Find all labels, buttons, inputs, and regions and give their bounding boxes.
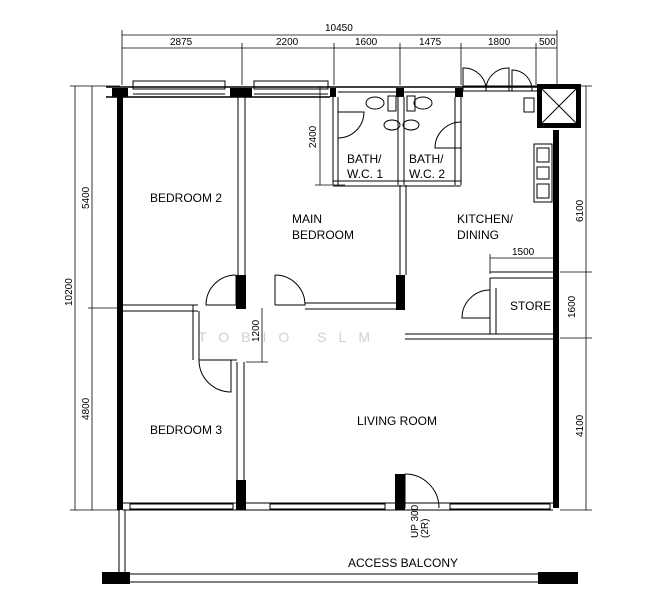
kitchen-sink-icon	[533, 143, 553, 203]
label-kitchen-line-2: DINING	[457, 228, 499, 242]
dim-top-seg-6: 500	[539, 37, 556, 48]
dim-top-seg-2: 2200	[276, 37, 299, 48]
label-main-bedroom-2: BEDROOM	[292, 228, 354, 242]
dim-top-seg-4: 1475	[419, 37, 442, 48]
label-bath-1-line-2: W.C. 1	[347, 167, 383, 181]
label-store: STORE	[510, 299, 551, 313]
refuse-chute	[537, 84, 581, 128]
kitchen-top-doors	[462, 67, 533, 92]
label-bedroom-3: BEDROOM 3	[150, 423, 222, 437]
dim-left-lower: 4800	[81, 397, 92, 420]
label-access-balcony: ACCESS BALCONY	[348, 556, 458, 570]
dim-top-total: 10450	[325, 23, 353, 34]
kitchen-small-fixture	[523, 97, 535, 113]
store-width-dimension	[489, 254, 553, 274]
dim-top-seg-1: 2875	[170, 37, 193, 48]
label-kitchen-line-1: KITCHEN/	[457, 212, 514, 226]
dim-left-total: 10200	[64, 278, 75, 306]
label-bath-2-line-1: BATH/	[409, 152, 444, 166]
dim-top-seg-5: 1800	[488, 37, 511, 48]
dim-top-seg-3: 1600	[355, 37, 378, 48]
label-step-risers: (2R)	[420, 519, 431, 538]
label-bedroom-2: BEDROOM 2	[150, 191, 222, 205]
label-bath-2-line-2: W.C. 2	[409, 167, 445, 181]
door-swings	[198, 111, 491, 509]
left-dimension-lines	[70, 85, 120, 511]
walls	[102, 80, 578, 584]
dim-store-width: 1500	[512, 247, 535, 258]
door-gap-dimension	[246, 308, 268, 363]
watermark-text: TOBIO SLM	[198, 329, 382, 345]
bath-fixtures	[365, 95, 433, 131]
dim-right-upper: 6100	[575, 199, 586, 222]
label-living-room: LIVING ROOM	[357, 414, 437, 428]
dim-left-upper: 5400	[81, 186, 92, 209]
dim-right-middle: 1600	[567, 295, 578, 318]
top-dimension-lines	[121, 30, 558, 85]
dim-bath-height: 2400	[308, 125, 319, 148]
dim-right-lower: 4100	[575, 414, 586, 437]
bath-height-dimension	[315, 86, 345, 186]
label-step-up: UP 300	[410, 504, 421, 538]
label-bath-1-line-1: BATH/	[347, 152, 382, 166]
dim-door-gap: 1200	[251, 319, 262, 342]
label-main-bedroom-1: MAIN	[292, 212, 322, 226]
